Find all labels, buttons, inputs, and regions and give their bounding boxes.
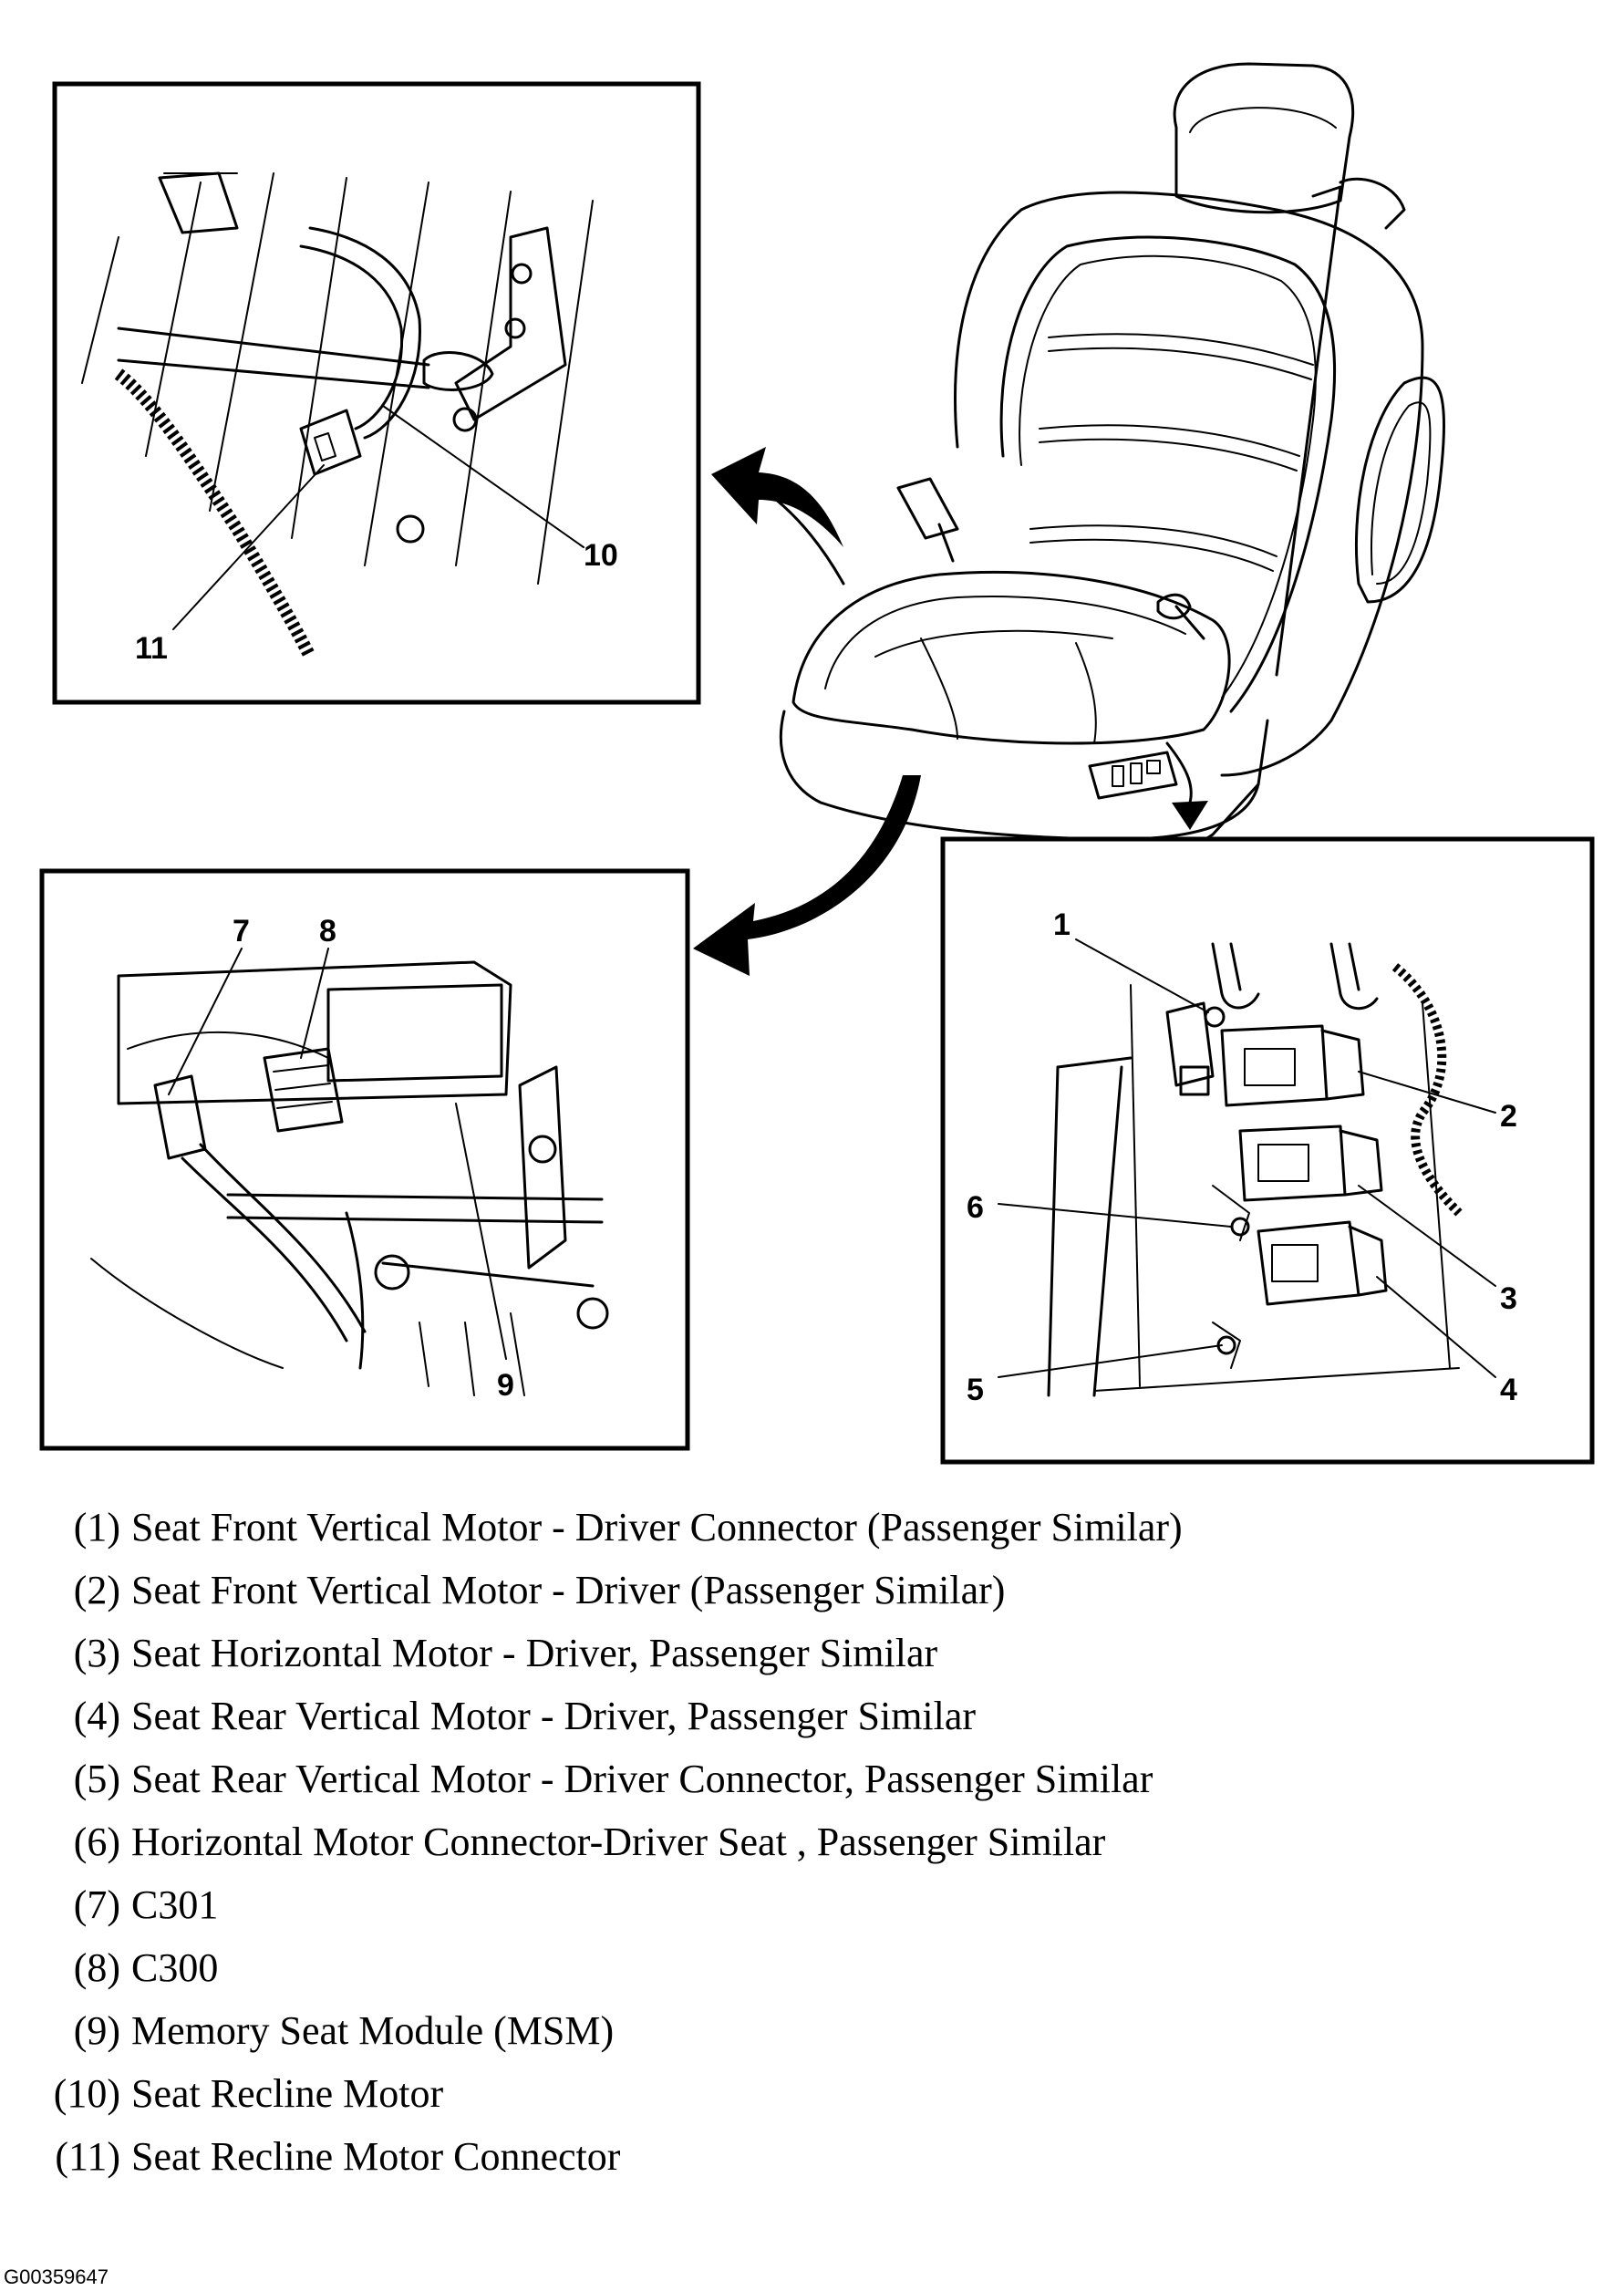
legend-number: (2)	[73, 1568, 120, 1612]
callout-11: 11	[135, 631, 168, 666]
figure-id: G00359647	[4, 2265, 109, 2288]
legend-item-9: (9)Memory Seat Module (MSM)	[46, 2008, 615, 2054]
legend-number: (11)	[55, 2134, 120, 2179]
legend-item-11: (11)Seat Recline Motor Connector	[46, 2134, 620, 2180]
legend-number: (5)	[73, 1757, 120, 1801]
legend-number: (10)	[53, 2071, 120, 2116]
legend-label: Seat Rear Vertical Motor - Driver Connec…	[131, 1757, 1153, 1801]
callout-1: 1	[1053, 907, 1071, 942]
callout-9: 9	[497, 1368, 514, 1403]
legend-label: Memory Seat Module (MSM)	[131, 2008, 615, 2053]
legend-label: Seat Recline Motor Connector	[131, 2134, 621, 2179]
callout-6: 6	[967, 1190, 984, 1225]
legend-item-1: (1)Seat Front Vertical Motor - Driver Co…	[46, 1505, 1183, 1550]
legend-number: (9)	[73, 2008, 120, 2053]
legend-number: (1)	[73, 1505, 120, 1550]
legend-label: Seat Front Vertical Motor - Driver Conne…	[131, 1505, 1183, 1550]
pointer-arrows	[693, 447, 1208, 976]
inset-seat-motors: 1 2 3 4 5 6	[940, 836, 1595, 1465]
legend-number: (4)	[73, 1694, 120, 1738]
legend-label: C300	[131, 1945, 219, 1990]
seat-illustration	[779, 62, 1446, 849]
legend-item-4: (4)Seat Rear Vertical Motor - Driver, Pa…	[46, 1694, 976, 1739]
inset-recline-motor: 10 11	[52, 81, 701, 705]
legend-item-10: (10)Seat Recline Motor	[46, 2071, 443, 2117]
legend-label: Seat Recline Motor	[131, 2071, 444, 2116]
callout-10: 10	[584, 538, 618, 573]
callout-4: 4	[1500, 1373, 1517, 1407]
legend-item-2: (2)Seat Front Vertical Motor - Driver (P…	[46, 1568, 1006, 1613]
callout-7: 7	[233, 914, 250, 949]
callout-2: 2	[1500, 1099, 1517, 1134]
legend-label: Seat Rear Vertical Motor - Driver, Passe…	[131, 1694, 977, 1738]
legend-item-6: (6)Horizontal Motor Connector-Driver Sea…	[46, 1819, 1106, 1865]
callout-5: 5	[967, 1373, 984, 1407]
seat-component-diagram: 10 11 7 8 9	[39, 62, 1595, 1465]
legend-item-5: (5)Seat Rear Vertical Motor - Driver Con…	[46, 1757, 1153, 1802]
legend-item-8: (8)C300	[46, 1945, 219, 1991]
legend-number: (8)	[73, 1945, 120, 1990]
legend-number: (7)	[73, 1882, 120, 1927]
legend-item-3: (3)Seat Horizontal Motor - Driver, Passe…	[46, 1631, 937, 1676]
legend-label: Seat Horizontal Motor - Driver, Passenge…	[131, 1631, 938, 1675]
legend-number: (6)	[73, 1819, 120, 1864]
callout-3: 3	[1500, 1281, 1517, 1316]
legend-item-7: (7)C301	[46, 1882, 219, 1928]
callout-8: 8	[319, 914, 336, 949]
inset-memory-seat-module: 7 8 9	[39, 868, 690, 1451]
legend-label: Seat Front Vertical Motor - Driver (Pass…	[131, 1568, 1006, 1612]
legend-label: Horizontal Motor Connector-Driver Seat ,…	[131, 1819, 1106, 1864]
legend-number: (3)	[73, 1631, 120, 1675]
legend-label: C301	[131, 1882, 219, 1927]
